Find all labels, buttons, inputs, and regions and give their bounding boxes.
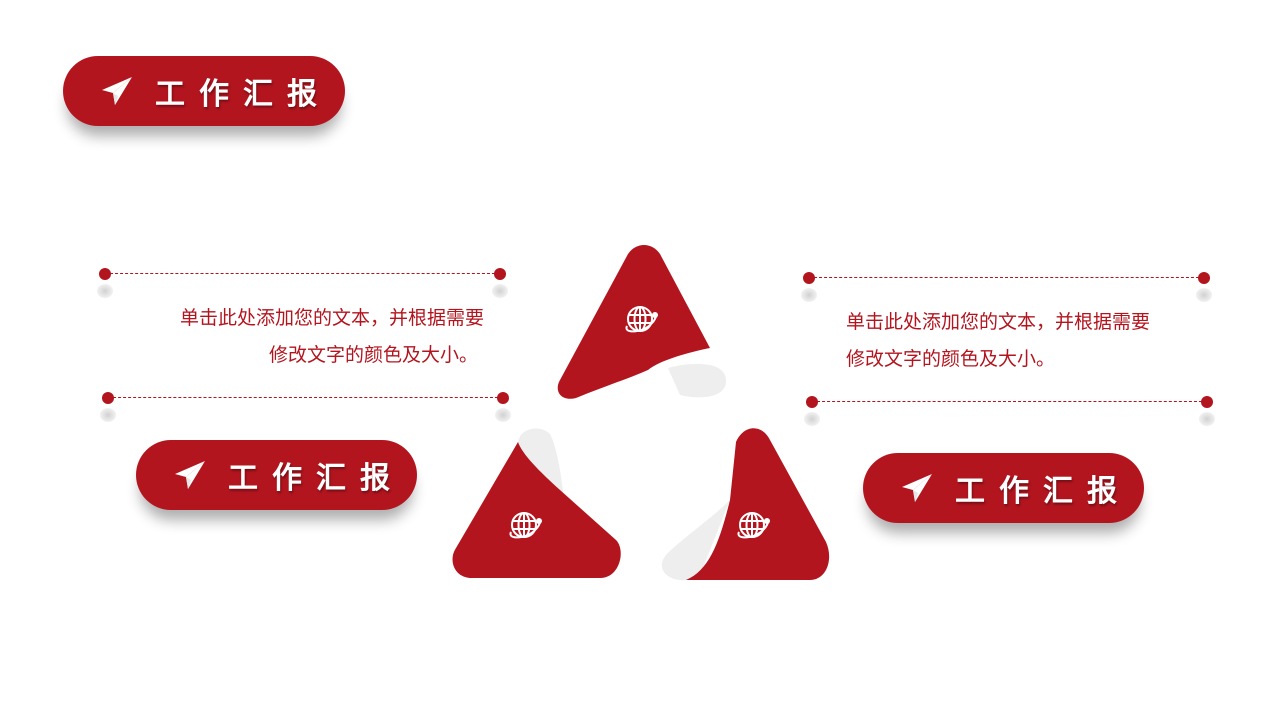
globe-icon [624,304,660,336]
title-badge-top: 工作汇报 [63,56,345,126]
text-line-2: 修改文字的颜色及大小。 [268,344,478,366]
paper-plane-icon [174,460,206,490]
badge-label: 工作汇报 [228,461,404,496]
divider-right-top [801,272,1212,302]
text-line-1: 单击此处添加您的文本，并根据需要 [179,307,484,329]
title-badge-left: 工作汇报 [136,440,417,510]
paper-plane-icon [101,76,133,106]
badge-label: 工作汇报 [955,474,1131,509]
triangle-bottom-left [452,428,621,578]
globe-icon [736,510,772,542]
divider-left-bottom [100,392,511,422]
text-line-2: 修改文字的颜色及大小。 [846,348,1056,370]
text-line-1: 单击此处添加您的文本，并根据需要 [846,311,1151,333]
title-badge-right: 工作汇报 [863,453,1144,523]
divider-left-top [97,268,508,298]
divider-right-bottom [804,396,1215,426]
paper-plane-icon [901,473,933,503]
badge-label: 工作汇报 [155,77,331,112]
text-block-right[interactable]: 单击此处添加您的文本，并根据需要 修改文字的颜色及大小。 [846,304,1210,378]
triangle-bottom-right [661,428,830,581]
globe-icon [508,510,544,542]
text-block-left[interactable]: 单击此处添加您的文本，并根据需要 修改文字的颜色及大小。 [120,300,484,374]
